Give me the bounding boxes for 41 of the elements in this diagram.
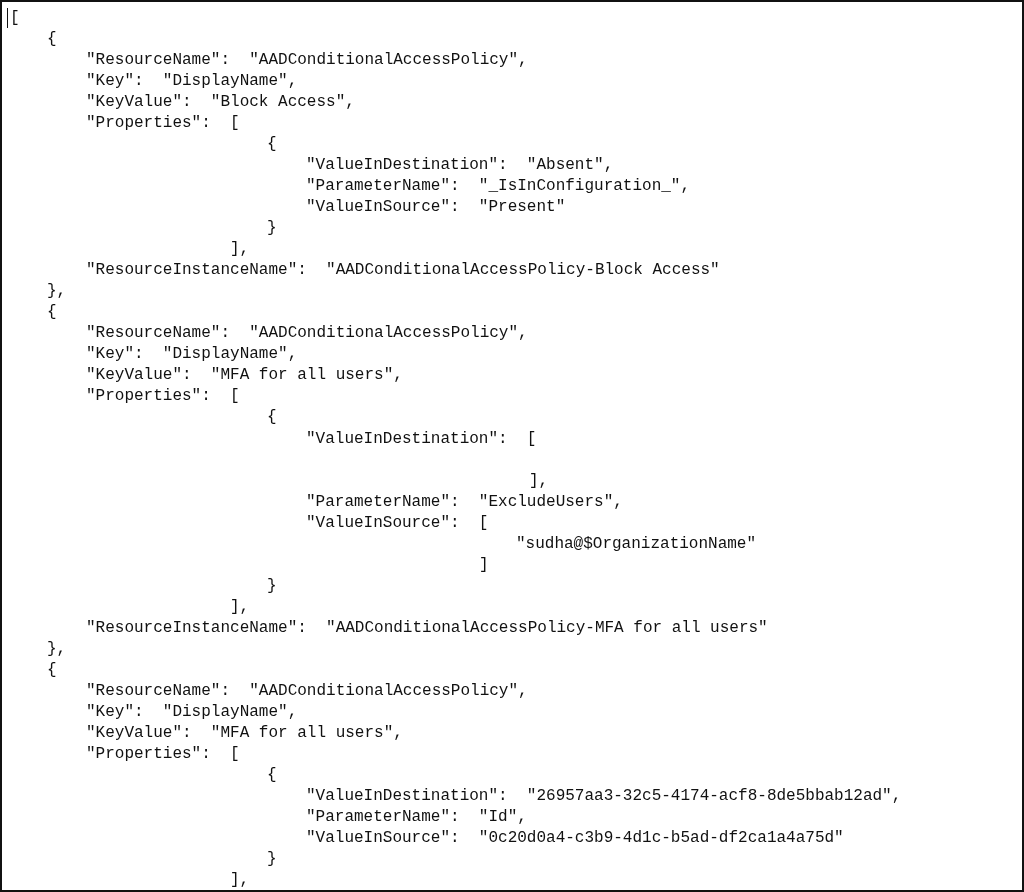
code-line: "ValueInSource": [ <box>306 513 489 533</box>
code-line: ], <box>529 471 549 491</box>
code-line: "ResourceName": "AADConditionalAccessPolicy", <box>86 681 528 701</box>
code-line: }, <box>47 281 67 301</box>
code-line: } <box>267 218 277 238</box>
code-line: } <box>267 849 277 869</box>
code-line: { <box>47 302 57 322</box>
code-line: } <box>267 576 277 596</box>
code-line: }, <box>47 639 67 659</box>
code-line: { <box>267 765 277 785</box>
code-line: "Properties": [ <box>86 113 240 133</box>
code-line: "sudha@$OrganizationName" <box>516 534 757 554</box>
code-line: "ResourceInstanceName": "AADConditionalAccessPolicy-MFA for all users" <box>86 618 768 638</box>
code-line: "Key": "DisplayName", <box>86 71 298 91</box>
code-line: { <box>267 134 277 154</box>
code-line: [ <box>10 8 20 28</box>
code-line: "Key": "DisplayName", <box>86 344 298 364</box>
code-line: "ValueInSource": "0c20d0a4-c3b9-4d1c-b5ad-df2ca1a4a75d" <box>306 828 844 848</box>
code-line: "ResourceName": "AADConditionalAccessPolicy", <box>86 50 528 70</box>
code-line: { <box>47 29 57 49</box>
code-line: ], <box>230 870 250 890</box>
code-line: ] <box>479 555 489 575</box>
code-line: "Properties": [ <box>86 744 240 764</box>
code-line: "Key": "DisplayName", <box>86 702 298 722</box>
code-line: "ResourceInstanceName": "AADConditionalAccessPolicy-Block Access" <box>86 260 720 280</box>
code-line: "ResourceName": "AADConditionalAccessPolicy", <box>86 323 528 343</box>
code-line: "KeyValue": "MFA for all users", <box>86 723 403 743</box>
code-line: "ValueInDestination": "26957aa3-32c5-4174-acf8-8de5bbab12ad", <box>306 786 902 806</box>
code-line: { <box>267 407 277 427</box>
code-line: "KeyValue": "Block Access", <box>86 92 355 112</box>
code-line: ], <box>230 597 250 617</box>
code-line: "ValueInSource": "Present" <box>306 197 566 217</box>
code-line: "ValueInDestination": "Absent", <box>306 155 614 175</box>
code-line: "KeyValue": "MFA for all users", <box>86 365 403 385</box>
code-line: "Properties": [ <box>86 386 240 406</box>
code-line: { <box>47 660 57 680</box>
code-line: "ValueInDestination": [ <box>306 429 537 449</box>
code-line: "ParameterName": "ExcludeUsers", <box>306 492 623 512</box>
code-line: "ParameterName": "_IsInConfiguration_", <box>306 176 691 196</box>
code-line: ], <box>230 239 250 259</box>
code-line: "ParameterName": "Id", <box>306 807 527 827</box>
